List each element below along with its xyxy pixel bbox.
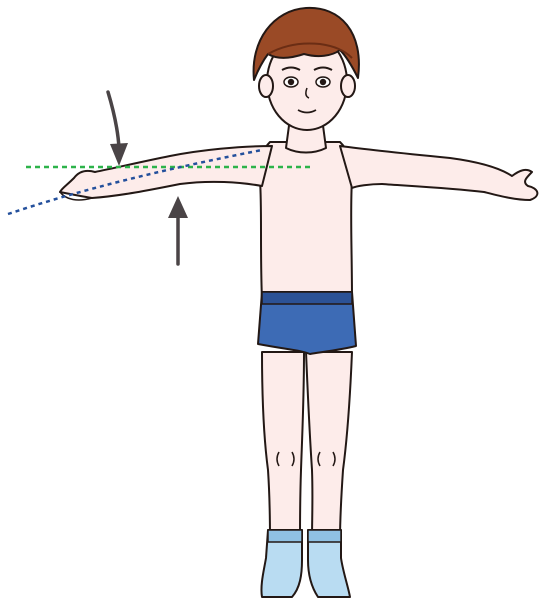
right-leg (306, 352, 352, 540)
arrow-up-head (168, 196, 188, 218)
briefs-waistband (262, 292, 352, 304)
socks (261, 530, 350, 597)
right-pupil (320, 79, 326, 85)
left-pupil (288, 79, 294, 85)
right-sock-cuff (308, 530, 341, 542)
legs (262, 352, 352, 540)
torso (259, 142, 352, 300)
arrow-down-icon (108, 92, 119, 148)
right-ear (341, 75, 355, 97)
left-sock-cuff (268, 530, 302, 542)
head (254, 8, 359, 130)
right-arm (340, 146, 537, 200)
left-leg (262, 352, 304, 540)
left-ear (259, 75, 273, 97)
arrow-down-head (110, 143, 128, 166)
